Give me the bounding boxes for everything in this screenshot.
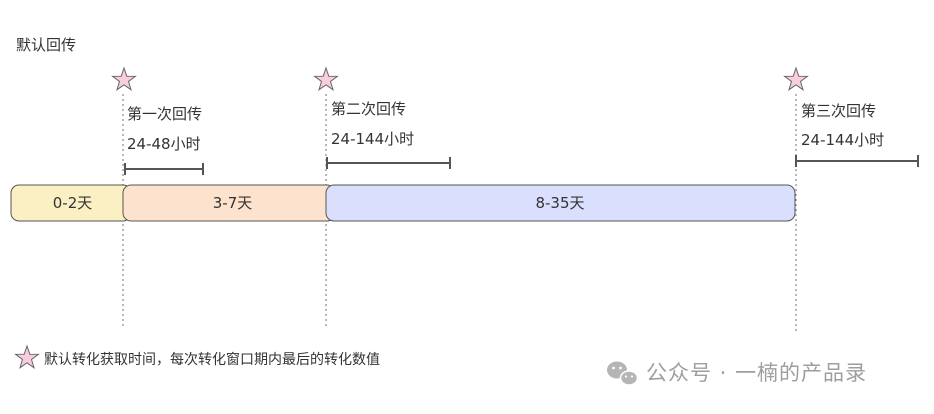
star-icon — [14, 344, 40, 369]
window-bar-1 — [124, 163, 204, 175]
timeline-segment-8-35 — [325, 184, 796, 222]
callback-label-1: 第一次回传 — [127, 105, 203, 123]
callback-label-2: 第二次回传 — [331, 100, 407, 118]
legend-text: 默认转化获取时间，每次转化窗口期内最后的转化数值 — [44, 352, 380, 368]
star-icon — [111, 66, 137, 91]
segment-label-0-2: 0-2天 — [52, 194, 93, 212]
segment-label-8-35: 8-35天 — [535, 194, 585, 212]
wechat-icon — [607, 361, 639, 386]
callback-window-3: 24-144小时 — [801, 131, 885, 149]
star-icon — [313, 66, 339, 91]
window-bar-2 — [326, 157, 451, 169]
callback-window-2: 24-144小时 — [331, 130, 415, 148]
window-bar-3 — [795, 155, 919, 167]
star-icon — [783, 66, 809, 91]
callback-label-3: 第三次回传 — [801, 102, 877, 120]
segment-label-3-7: 3-7天 — [212, 194, 253, 212]
callback-window-1: 24-48小时 — [127, 135, 201, 153]
watermark-text: 公众号 · 一楠的产品录 — [646, 361, 868, 385]
diagram-title: 默认回传 — [16, 36, 77, 54]
